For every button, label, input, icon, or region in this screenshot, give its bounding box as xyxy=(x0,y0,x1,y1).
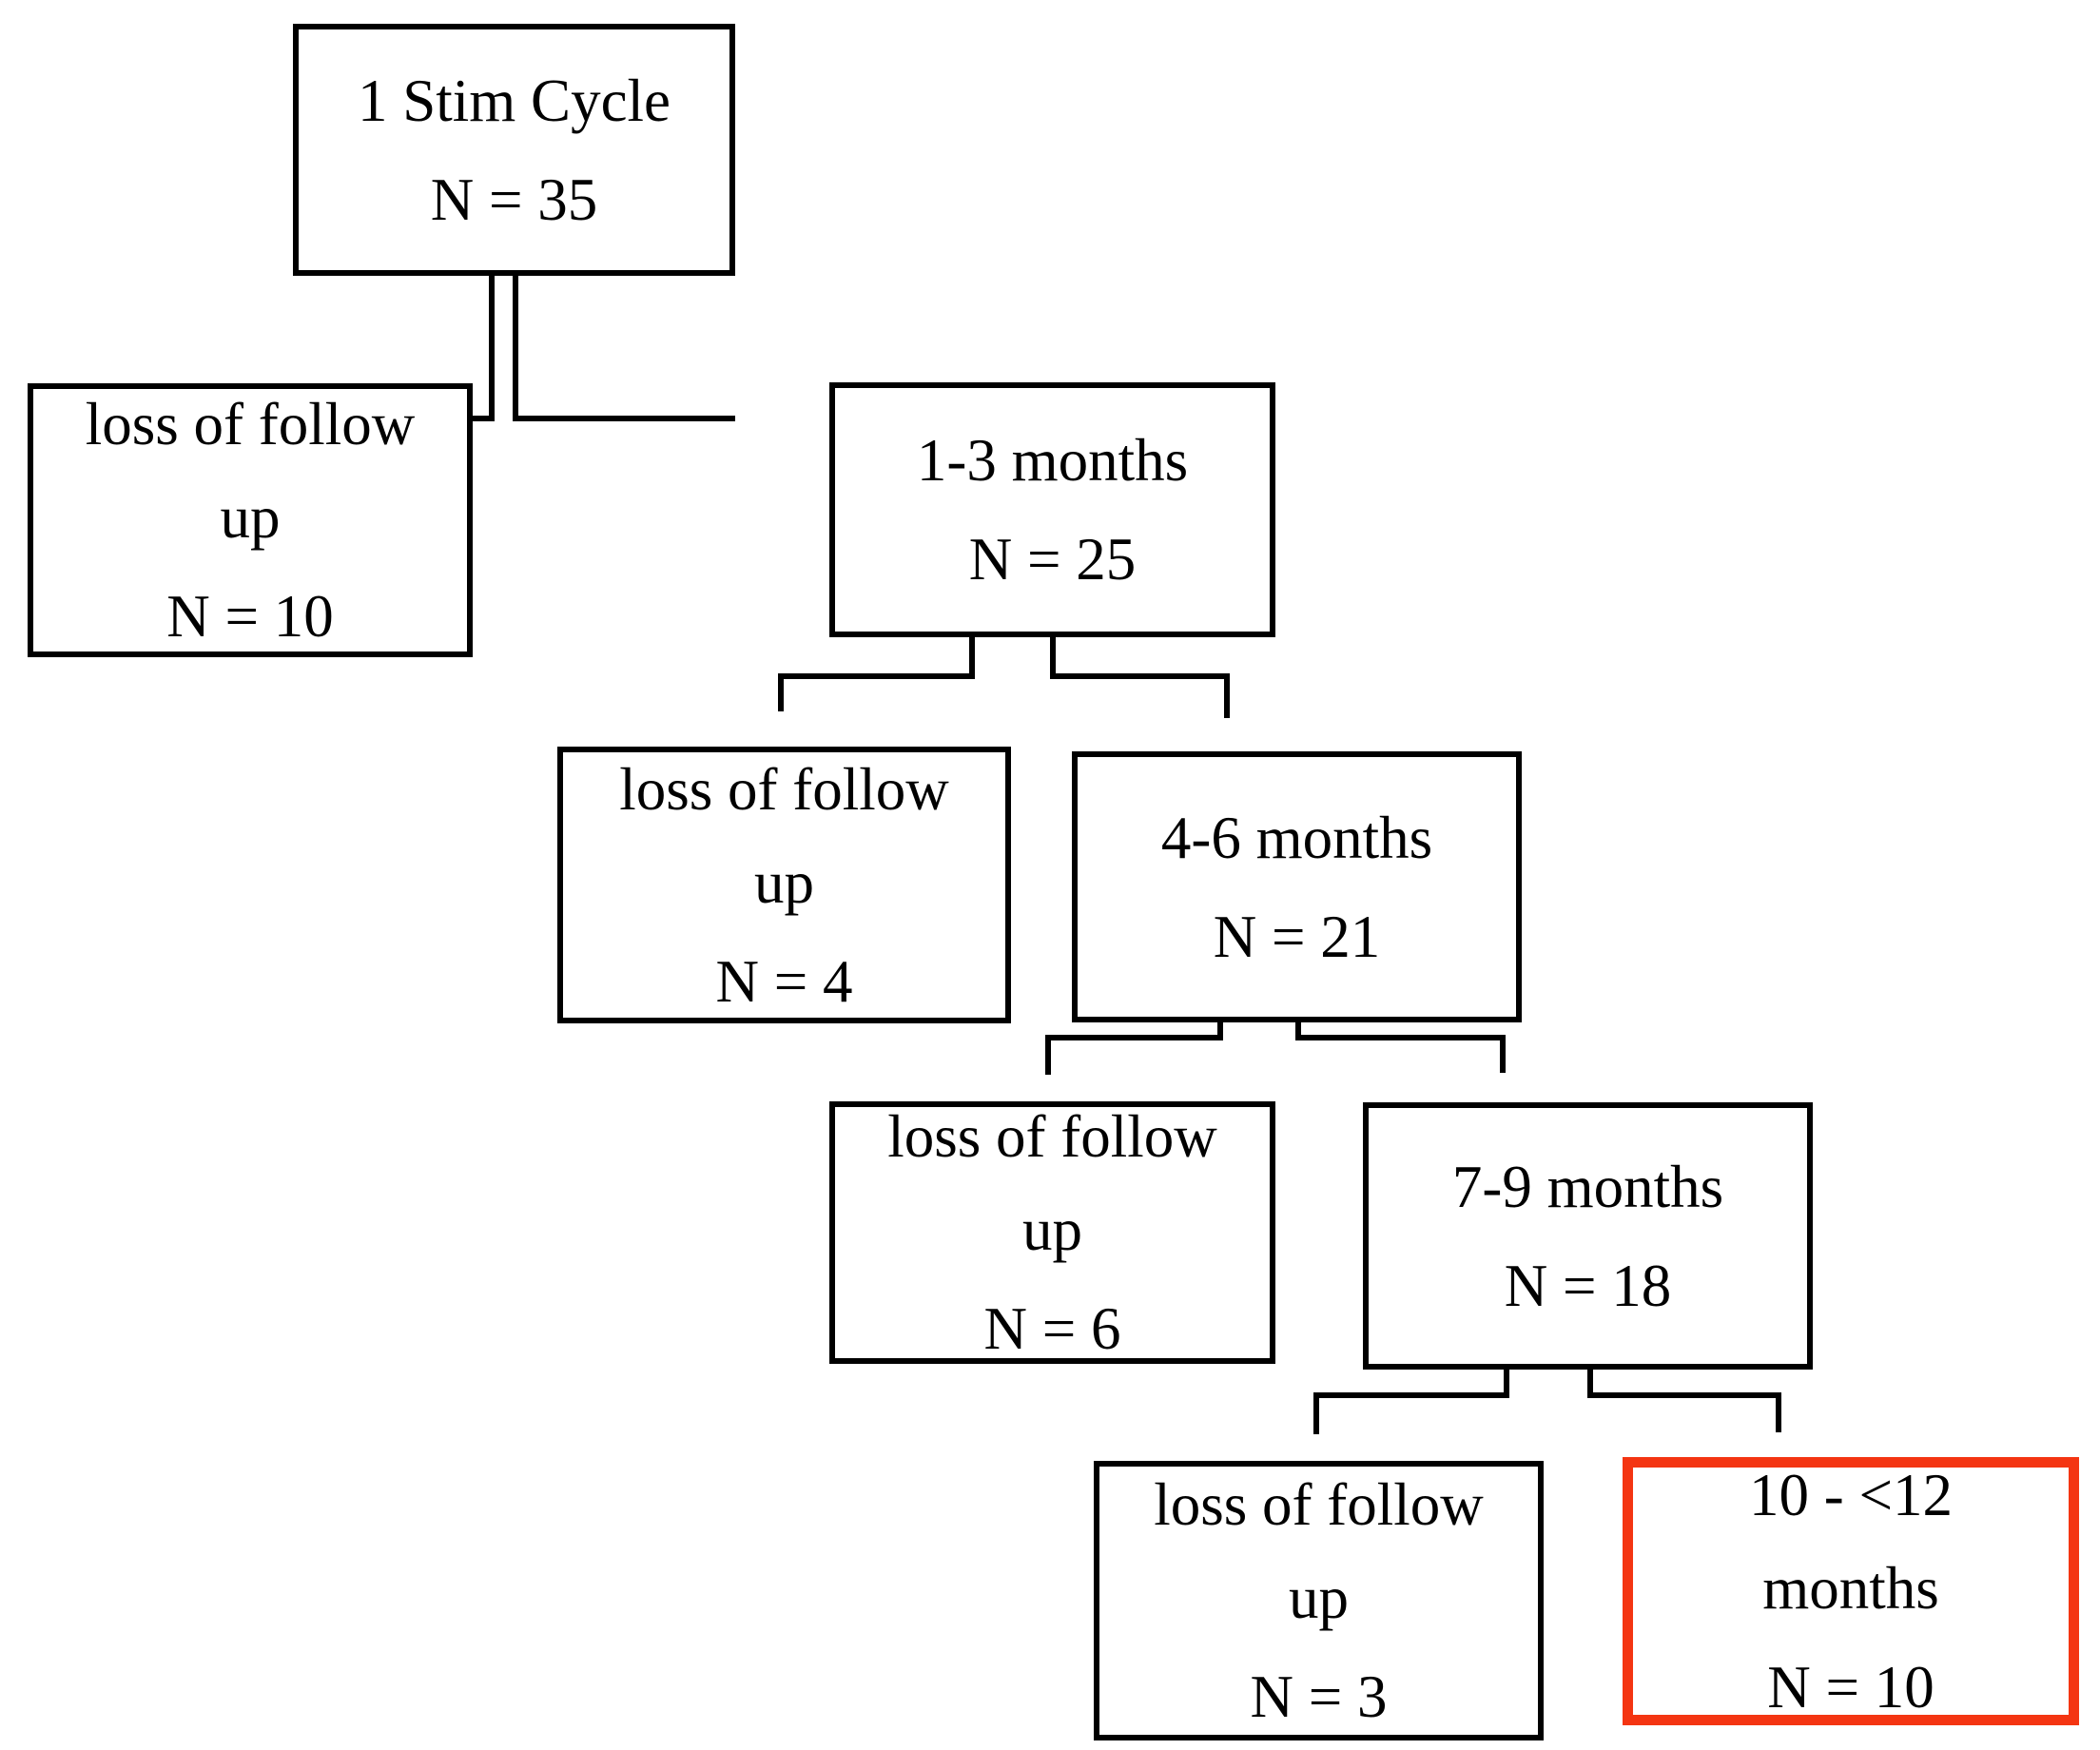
node-count: N = 10 xyxy=(166,583,334,650)
node-count: N = 3 xyxy=(1250,1663,1388,1730)
node-count: N = 21 xyxy=(1213,903,1381,970)
node-count: N = 10 xyxy=(1767,1654,1935,1721)
node-loss-of-follow-up-2: loss of follow up N = 4 xyxy=(557,747,1011,1023)
node-label: 4-6 months xyxy=(1160,804,1433,871)
connector-months-1-3-to-months-4-6 xyxy=(1050,637,1230,718)
node-label: 1-3 months xyxy=(916,427,1189,494)
node-count: N = 6 xyxy=(983,1295,1121,1362)
node-months-1-3: 1-3 months N = 25 xyxy=(829,382,1275,637)
node-count: N = 35 xyxy=(430,165,598,233)
node-label: loss of follow up xyxy=(887,1103,1217,1263)
connector-months-1-3-to-loss-2 xyxy=(778,637,975,711)
node-loss-of-follow-up-1: loss of follow up N = 10 xyxy=(28,383,473,657)
connector-stim-to-months-1-3 xyxy=(513,276,735,421)
connector-months-4-6-to-months-7-9 xyxy=(1295,1022,1506,1073)
connector-stim-to-loss-1 xyxy=(470,276,495,421)
node-label: loss of follow up xyxy=(1154,1471,1484,1631)
connector-months-7-9-to-months-10-12 xyxy=(1587,1370,1781,1432)
node-label: 7-9 months xyxy=(1451,1153,1724,1220)
connector-months-4-6-to-loss-3 xyxy=(1045,1022,1223,1075)
node-months-4-6: 4-6 months N = 21 xyxy=(1072,751,1522,1022)
node-label: 1 Stim Cycle xyxy=(358,67,671,134)
node-months-10-12-highlighted: 10 - <12 months N = 10 xyxy=(1623,1457,2079,1725)
connector-months-7-9-to-loss-4 xyxy=(1313,1370,1509,1434)
node-count: N = 4 xyxy=(715,947,853,1015)
node-loss-of-follow-up-3: loss of follow up N = 6 xyxy=(829,1101,1275,1364)
node-label: loss of follow up xyxy=(619,755,949,916)
node-label: loss of follow up xyxy=(85,391,416,551)
node-stim-cycle: 1 Stim Cycle N = 35 xyxy=(293,24,735,276)
node-count: N = 18 xyxy=(1504,1252,1672,1319)
node-count: N = 25 xyxy=(968,526,1137,593)
node-months-7-9: 7-9 months N = 18 xyxy=(1363,1102,1813,1370)
node-loss-of-follow-up-4: loss of follow up N = 3 xyxy=(1094,1461,1544,1740)
node-label: 10 - <12 months xyxy=(1748,1462,1953,1622)
